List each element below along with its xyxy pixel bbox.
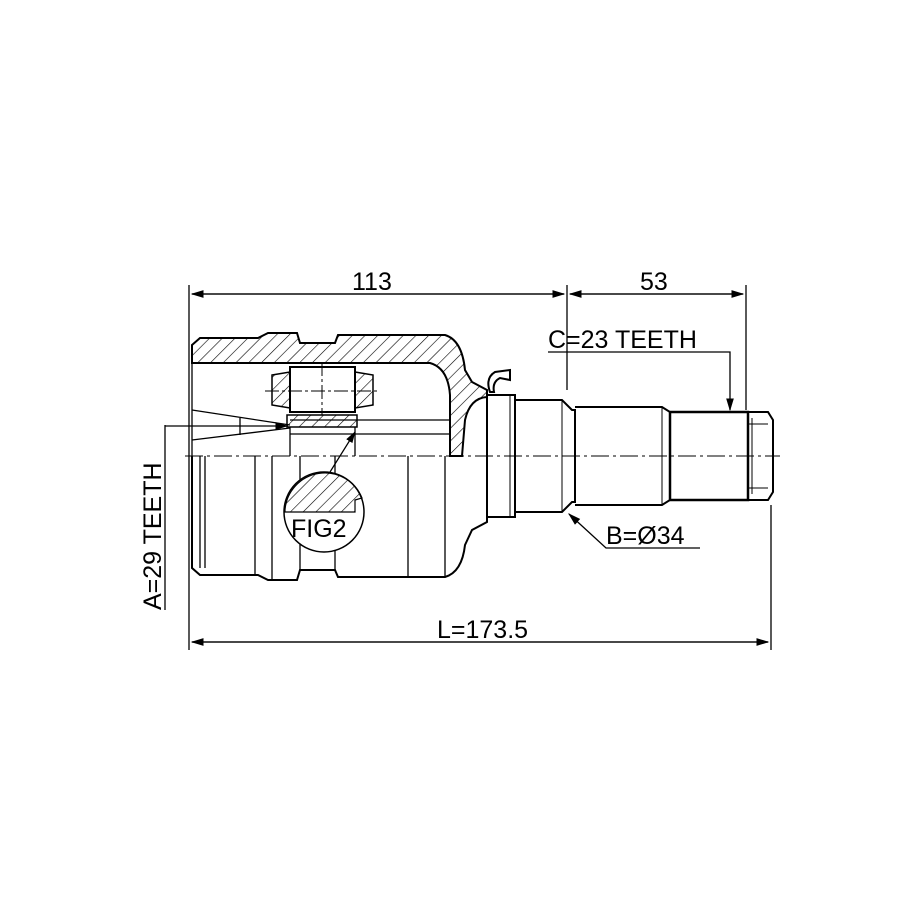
dim-113: 113	[352, 268, 392, 296]
dim-53: 53	[640, 268, 668, 296]
dim-a-teeth: A=29 TEETH	[139, 462, 167, 610]
housing-outline	[191, 456, 488, 581]
housing-section	[191, 332, 488, 457]
roller-bearing	[265, 362, 380, 456]
fig2-detail: FIG2	[283, 430, 365, 553]
dim-total-length: L=173.5	[437, 616, 528, 644]
fig2-label: FIG2	[291, 515, 347, 543]
boot-clamp	[487, 368, 511, 393]
dim-c-teeth: C=23 TEETH	[548, 326, 697, 354]
dimension-lines	[164, 285, 772, 650]
dim-b-diameter: B=Ø34	[606, 522, 685, 550]
